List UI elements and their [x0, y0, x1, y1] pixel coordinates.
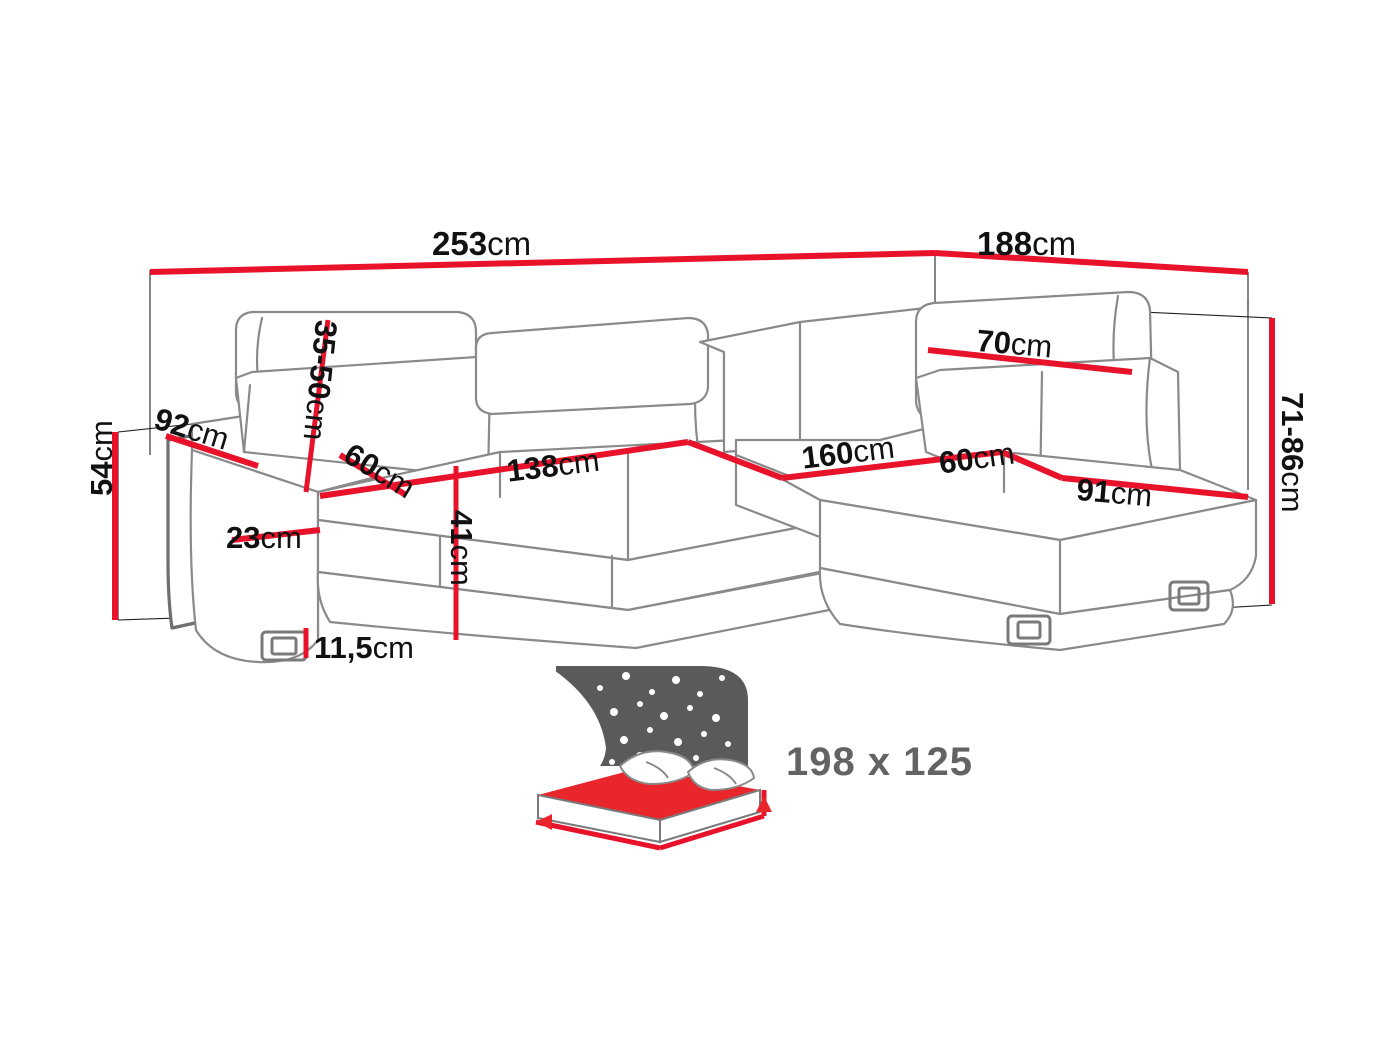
dim-label-91: 91cm — [1075, 472, 1154, 514]
dim-label-188: 188cm — [977, 225, 1077, 262]
dim-label-253: 253cm — [432, 225, 532, 262]
sleeping-area-label: 198 x 125 — [786, 740, 973, 784]
dimension-lines — [112, 250, 1275, 658]
sofa-right-section — [778, 290, 1258, 652]
sofa-leg — [1168, 580, 1210, 612]
dim-label-41: 41cm — [444, 510, 479, 586]
dim-label-70: 70cm — [975, 323, 1054, 365]
bed-with-starry-headboard-icon — [535, 666, 772, 851]
dim-label-23: 23cm — [226, 520, 302, 555]
sofa-leg — [1006, 614, 1052, 646]
dim-label-71-86: 71-86cm — [1275, 392, 1310, 513]
dim-label-11-5: 11,5cm — [314, 630, 414, 665]
dim-label-54: 54cm — [84, 420, 119, 496]
